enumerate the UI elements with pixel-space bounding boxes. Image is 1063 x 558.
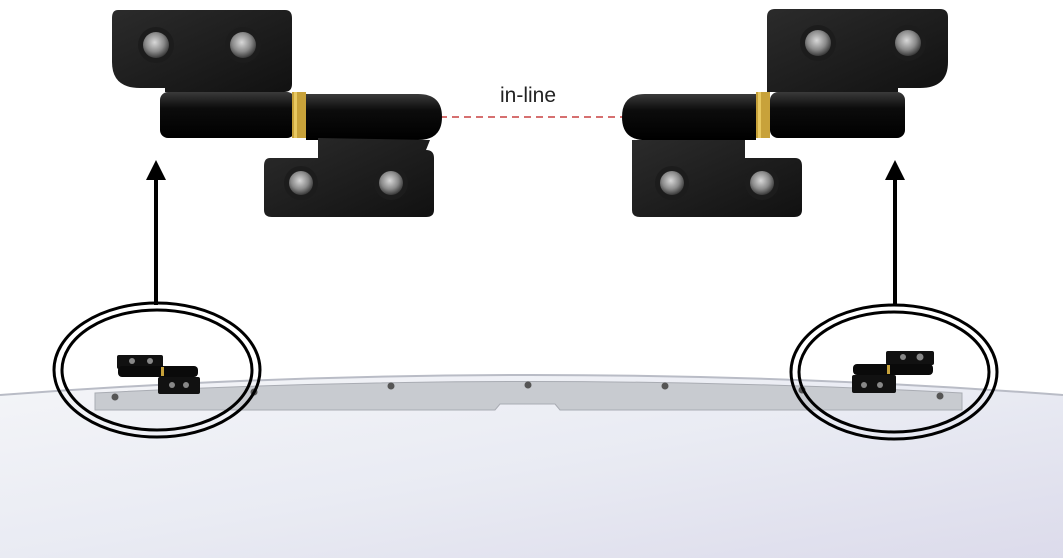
screw-icon [661, 382, 669, 390]
screw-icon [524, 381, 532, 389]
laptop-lid-panel [0, 374, 1063, 558]
hinge-left-icon [112, 10, 442, 217]
screw-icon [936, 392, 944, 400]
installed-hinge-left [117, 355, 200, 394]
hinge-mount-strip [94, 381, 963, 411]
hinge-right-icon [622, 9, 948, 217]
installed-hinge-right [852, 351, 934, 393]
screw-icon [111, 393, 119, 401]
alignment-label: in-line [500, 84, 557, 107]
screw-icon [387, 382, 395, 390]
